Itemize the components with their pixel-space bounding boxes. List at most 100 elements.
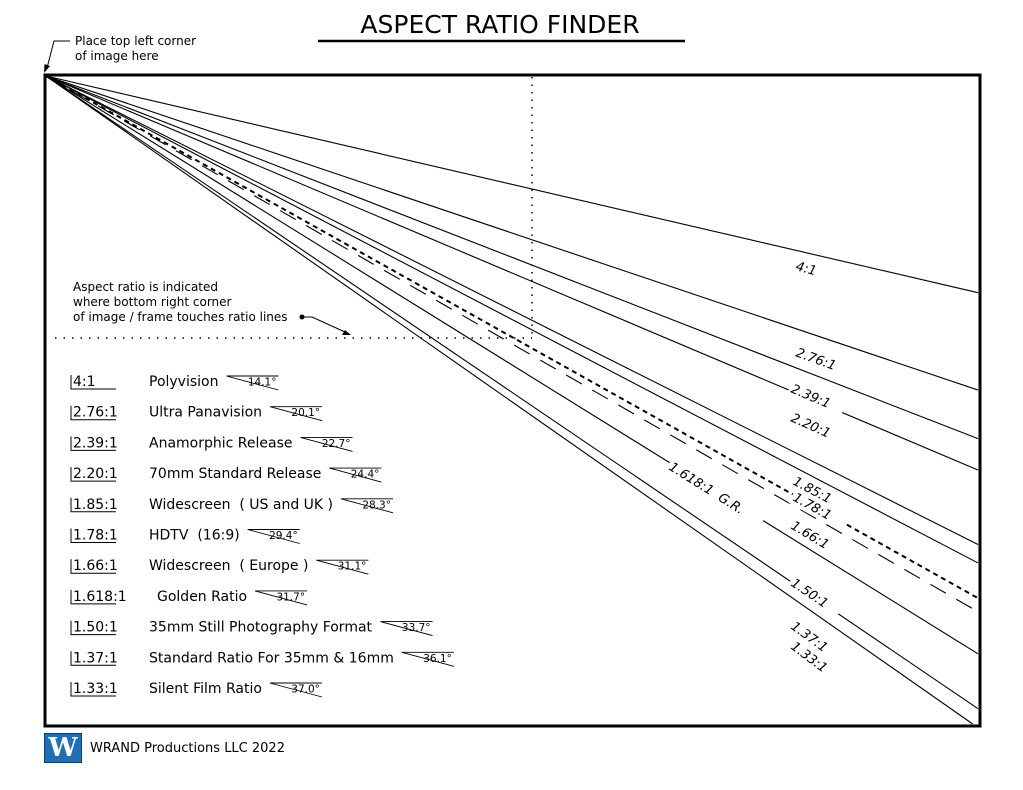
angle-triangle-hypotenuse	[340, 498, 394, 514]
ratio-line-label-group-r150: 1.50:1	[786, 573, 844, 620]
legend-angle-value: 14.1°	[248, 377, 277, 389]
ratio-line-r178	[45, 75, 979, 564]
legend-angle-value: 28.3°	[362, 499, 391, 511]
legend-ratio-label: 1.78:1	[73, 528, 118, 544]
ratio-line-label-bg	[788, 488, 847, 531]
legend-format-name: Silent Film Ratio	[149, 681, 262, 697]
legend-ratio-bracket	[70, 528, 116, 543]
legend-ratio-bracket	[70, 559, 116, 574]
angle-triangle-hypotenuse	[269, 682, 323, 698]
ratio-line-r239	[45, 75, 979, 440]
ratio-line-r133	[45, 75, 974, 725]
legend-ratio-bracket	[70, 436, 116, 451]
ratio-line-label-r400: 4:1	[794, 259, 818, 279]
legend-ratio-label: 1.618:1	[73, 589, 127, 605]
page-title: ASPECT RATIO FINDER	[360, 10, 639, 39]
legend-ratio-label: 1.37:1	[73, 650, 118, 666]
legend-ratio-label: 1.33:1	[73, 681, 118, 697]
legend-angle-value: 22.7°	[322, 438, 351, 450]
legend-ratio-label: 4:1	[73, 374, 96, 390]
ratio-line-label-bg	[786, 409, 847, 448]
ratio-line-label-r239: 2.39:1	[788, 382, 832, 412]
legend-ratio-bracket	[70, 497, 116, 513]
angle-triangle-hypotenuse	[380, 621, 433, 637]
legend-format-name: Widescreen ( US and UK )	[149, 497, 333, 513]
legend-ratio-label: 2.20:1	[73, 466, 118, 482]
ratio-line-r166	[45, 75, 979, 600]
ratio-line-label-bg	[786, 573, 844, 620]
ratio-line-r150	[45, 75, 979, 655]
legend-angle-value: 24.4°	[351, 469, 380, 481]
legend-angle-value: 31.7°	[276, 591, 305, 603]
legend-ratio-bracket	[70, 682, 116, 697]
legend-angle-value: 20.1°	[291, 407, 320, 419]
angle-triangle-hypotenuse	[254, 590, 308, 606]
ratio-line-r276	[45, 75, 979, 391]
ratio-line-label-r220: 2.20:1	[788, 411, 832, 442]
legend-ratio-bracket	[70, 589, 116, 605]
corner-pointer-arrowhead	[44, 64, 50, 73]
wrand-logo: W	[44, 733, 82, 763]
legend-format-name: Golden Ratio	[157, 589, 247, 605]
ratio-line-label-bg	[785, 637, 842, 685]
ratio-line-label-bg	[792, 257, 830, 283]
legend-angle-value: 31.1°	[338, 561, 367, 573]
angle-triangle-hypotenuse	[401, 651, 454, 667]
legend-ratio-label: 1.50:1	[73, 620, 118, 636]
legend-ratio-bracket	[70, 651, 116, 666]
ratio-line-label-r1618: 1.618:1 G.R.	[666, 460, 746, 518]
legend-ratio-label: 2.76:1	[73, 405, 118, 421]
legend-format-name: 35mm Still Photography Format	[149, 620, 373, 636]
ratio-legend: 4:1 Polyvision 2.76:1 Ultra Panavision 2.39:…	[70, 374, 454, 698]
ratio-line-label-bg	[788, 472, 848, 514]
corner-note-line-1: Place top left corner	[75, 34, 196, 48]
legend-angle-value: 33.7°	[402, 622, 431, 634]
legend-format-name: 70mm Standard Release	[149, 466, 321, 482]
legend-ratio-label: 1.85:1	[73, 497, 118, 513]
legend-format-name: Standard Ratio For 35mm & 16mm	[149, 650, 394, 666]
angle-triangle-hypotenuse	[316, 559, 369, 575]
corner-pointer-line	[46, 40, 70, 69]
ratio-line-label-bg	[791, 344, 852, 379]
angle-triangle-hypotenuse	[247, 529, 300, 544]
legend-format-name: HDTV (16:9)	[149, 528, 240, 544]
ratio-line-label-bg	[786, 380, 847, 418]
indicator-pointer-arrowhead	[342, 330, 351, 335]
angle-triangle-hypotenuse	[329, 467, 382, 483]
ratio-line-label-bg	[786, 516, 845, 561]
legend-ratio-bracket	[70, 375, 116, 390]
legend-ratio-label: 1.66:1	[73, 558, 118, 574]
ratio-line-label-group-r400: 4:1	[792, 257, 830, 283]
legend-ratio-bracket	[70, 405, 116, 421]
ratio-line-label-bg	[664, 457, 766, 530]
ratio-line-label-group-r276: 2.76:1	[791, 344, 852, 379]
ratio-line-label-r150: 1.50:1	[788, 576, 831, 612]
legend-ratio-label: 2.39:1	[73, 435, 118, 451]
ratio-line-r185	[45, 75, 979, 546]
corner-note-line-2: of image here	[75, 49, 159, 63]
legend-angle-value: 36.1°	[423, 653, 452, 665]
legend-format-name: Polyvision	[149, 374, 218, 390]
angle-triangle-hypotenuse	[226, 375, 279, 391]
legend-ratio-bracket	[70, 620, 116, 636]
legend-angle-value: 29.4°	[269, 530, 298, 542]
indicator-note-line-1: Aspect ratio is indicated	[73, 280, 218, 294]
legend-format-name: Anamorphic Release	[149, 435, 293, 451]
angle-triangle-hypotenuse	[269, 406, 323, 422]
ratio-line-label-bg	[786, 617, 843, 665]
ratio-line-r400	[45, 75, 979, 294]
company-credit: WRAND Productions LLC 2022	[90, 740, 285, 756]
ratio-line-label-r166: 1.66:1	[788, 519, 831, 553]
angle-triangle-hypotenuse	[300, 436, 353, 452]
image-frame	[43, 73, 982, 728]
footer: W WRAND Productions LLC 2022	[44, 733, 285, 763]
legend-angle-value: 37.0°	[291, 684, 320, 696]
indicator-note-line-3: of image / frame touches ratio lines	[73, 310, 288, 324]
indicator-note-line-2: where bottom right corner	[73, 295, 232, 309]
ratio-line-r137	[45, 75, 979, 710]
indicator-pointer-line	[302, 316, 346, 333]
legend-format-name: Ultra Panavision	[149, 405, 262, 421]
ratio-line-labels: 4:12.76:12.39:12.20:11.85:11.78:11.66:11…	[664, 257, 852, 685]
legend-format-name: Widescreen ( Europe )	[149, 558, 308, 574]
